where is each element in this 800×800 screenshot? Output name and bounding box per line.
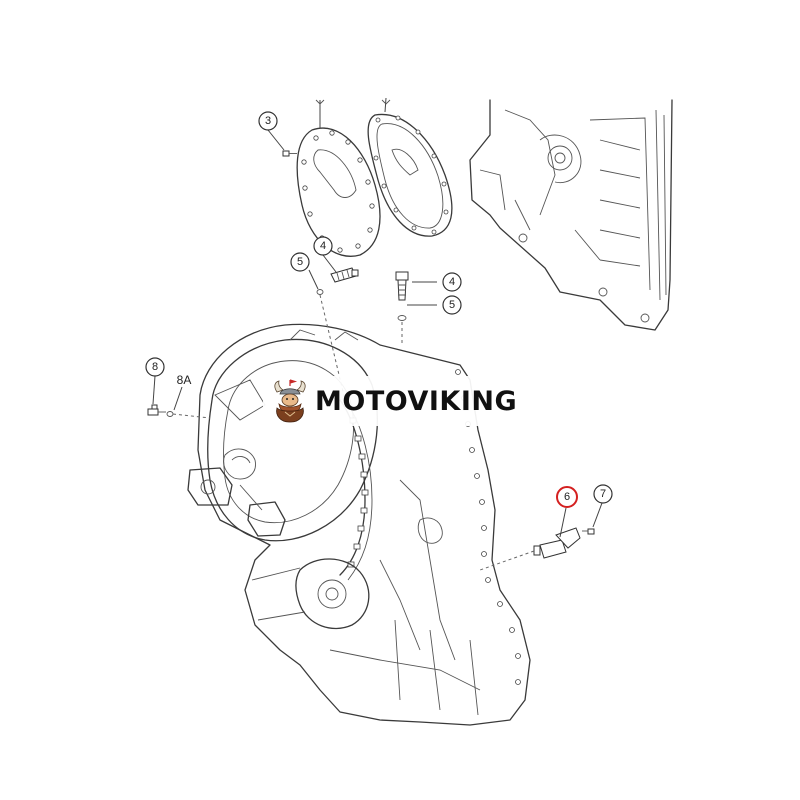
- callout-5-right: 5: [442, 295, 462, 315]
- callout-5-upper: 5: [290, 252, 310, 272]
- bolt-item-3: [282, 150, 297, 157]
- cover-plate: [296, 127, 381, 257]
- plug-item-8: [147, 404, 166, 416]
- callout-8A-label: 8A: [177, 373, 192, 387]
- callout-5-upper-label: 5: [297, 256, 303, 268]
- callout-4-upper-label: 4: [320, 240, 326, 252]
- callout-4-right: 4: [442, 272, 462, 292]
- callout-3-label: 3: [265, 115, 271, 127]
- o-ring-item-5-right: [397, 315, 407, 321]
- gasket: [367, 113, 453, 237]
- callout-3: 3: [258, 111, 278, 131]
- main-housing: [187, 323, 531, 726]
- watermark-text: MOTOVIKING: [315, 385, 518, 417]
- callout-6: 6: [556, 486, 578, 508]
- speed-sensor-item-6: [533, 527, 581, 559]
- callout-7: 7: [593, 484, 613, 504]
- o-ring-item-5-left: [316, 289, 324, 295]
- viking-mascot-icon: [274, 379, 306, 423]
- callout-5-right-label: 5: [449, 299, 455, 311]
- plug-item-4-right: [395, 271, 409, 301]
- upper-housing: [469, 99, 673, 331]
- callout-8-label: 8: [152, 361, 158, 373]
- watermark: MOTOVIKING: [263, 376, 535, 426]
- callout-4-right-label: 4: [449, 276, 455, 288]
- callout-4-upper: 4: [313, 236, 333, 256]
- o-ring-item-8A: [166, 411, 174, 417]
- bolt-item-7: [582, 528, 595, 535]
- sensor-item-4-left: [330, 267, 359, 283]
- callout-6-label: 6: [564, 491, 570, 503]
- callout-7-label: 7: [600, 488, 606, 500]
- callout-8: 8: [145, 357, 165, 377]
